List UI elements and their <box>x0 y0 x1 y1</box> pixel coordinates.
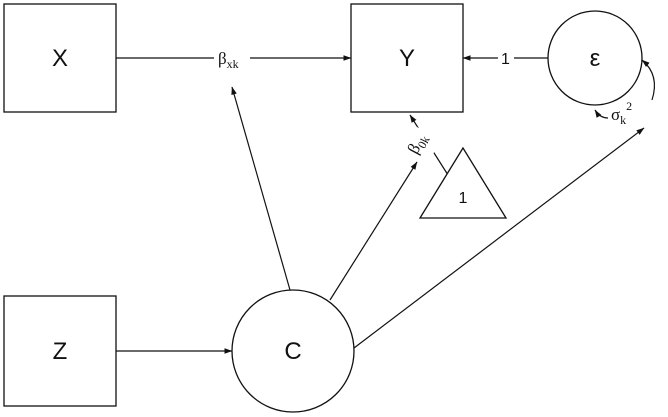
node-y: Y <box>350 3 464 113</box>
node-z-label: Z <box>53 338 68 365</box>
node-c-label: C <box>284 338 301 365</box>
beta-xk-symbol: β <box>218 49 227 68</box>
sigma-subscript: k <box>620 113 626 127</box>
node-z: Z <box>3 295 117 407</box>
node-c: C <box>231 289 355 413</box>
edge-c-to-beta-xk <box>231 86 291 291</box>
node-constant: 1 <box>418 146 508 219</box>
edge-c-to-beta-0k <box>329 161 418 301</box>
node-epsilon-label: ε <box>590 45 601 72</box>
epsilon-y-label: 1 <box>501 51 510 68</box>
beta-xk-label: βxk <box>218 49 239 71</box>
edge-variance-loop-top <box>641 59 655 101</box>
node-x: X <box>3 3 117 113</box>
sigma-label: σk2 <box>611 99 632 127</box>
sigma-symbol: σ <box>611 105 620 124</box>
epsilon-y-label-bg <box>498 48 514 68</box>
node-epsilon: ε <box>547 10 643 106</box>
edge-variance-loop <box>594 109 609 119</box>
edge-c-to-sigma <box>353 127 645 349</box>
node-x-label: X <box>52 45 68 72</box>
node-constant-label: 1 <box>459 190 468 207</box>
sigma-label-bg <box>608 100 648 126</box>
beta-xk-label-bg <box>214 46 250 70</box>
beta-0k-subscript: 0k <box>415 134 433 151</box>
node-y-label: Y <box>399 45 415 72</box>
beta-0k-label-bg <box>395 120 441 160</box>
sigma-superscript: 2 <box>626 99 632 113</box>
beta-xk-subscript: xk <box>227 57 239 71</box>
